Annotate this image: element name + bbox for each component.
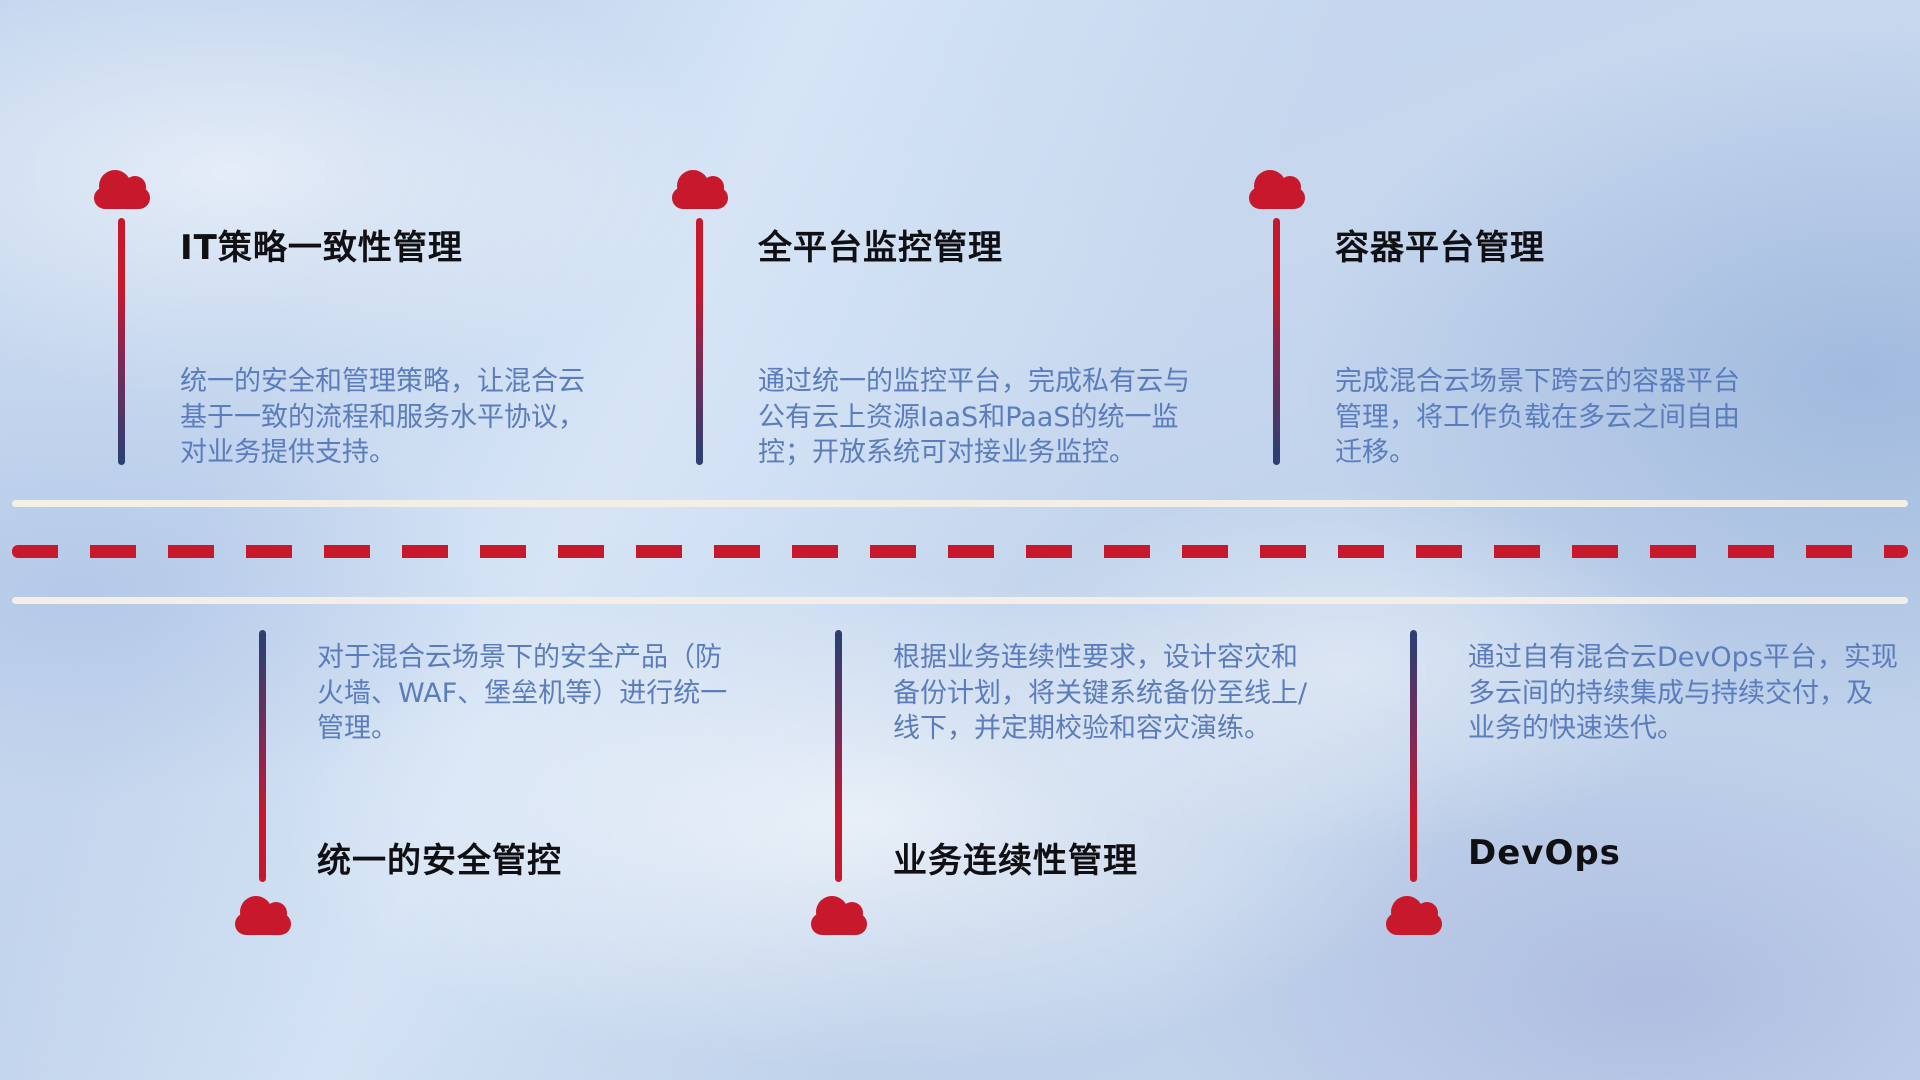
item-description: 对于混合云场景下的安全产品（防火墙、WAF、堡垒机等）进行统一管理。 — [317, 642, 728, 745]
timeline-connector — [1410, 630, 1417, 882]
item-title: 业务连续性管理 — [893, 841, 1138, 881]
item-description: 通过自有混合云DevOps平台，实现多云间的持续集成与持续交付，及业务的快速迭代… — [1468, 642, 1898, 745]
cloud-icon — [235, 896, 291, 935]
item-description: 统一的安全和管理策略，让混合云基于一致的流程和服务水平协议，对业务提供支持。 — [180, 366, 585, 469]
cloud-icon — [1386, 896, 1442, 935]
road-bottom-line — [12, 597, 1908, 604]
cloud-icon — [811, 896, 867, 935]
road-dashed-line — [12, 545, 1908, 558]
item-title: 容器平台管理 — [1335, 228, 1545, 268]
timeline-connector — [696, 218, 703, 465]
timeline-connector — [259, 630, 266, 882]
timeline-connector — [835, 630, 842, 882]
item-description: 通过统一的监控平台，完成私有云与公有云上资源IaaS和PaaS的统一监控；开放系… — [758, 366, 1190, 469]
cloud-icon — [94, 170, 150, 209]
item-description: 根据业务连续性要求，设计容灾和备份计划，将关键系统备份至线上/线下，并定期校验和… — [893, 642, 1308, 745]
item-title: 统一的安全管控 — [317, 841, 562, 881]
timeline-connector — [1273, 218, 1280, 465]
cloud-icon — [1249, 170, 1305, 209]
timeline-connector — [118, 218, 125, 465]
item-title: DevOps — [1468, 833, 1621, 873]
item-description: 完成混合云场景下跨云的容器平台管理，将工作负载在多云之间自由迁移。 — [1335, 366, 1740, 469]
item-title: 全平台监控管理 — [758, 228, 1003, 268]
road-top-line — [12, 500, 1908, 507]
cloud-icon — [672, 170, 728, 209]
item-title: IT策略一致性管理 — [180, 228, 463, 268]
